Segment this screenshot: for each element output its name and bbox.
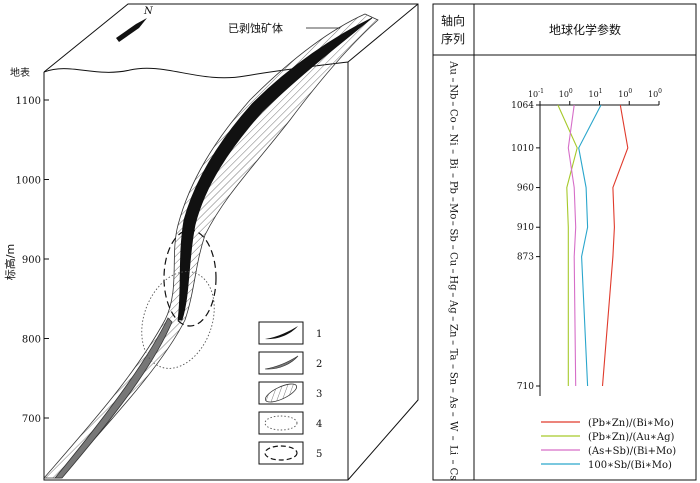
legend-number: 4 [316,419,322,430]
block-top-back-edge [347,3,419,63]
dotted-ellipse [141,271,215,369]
surface-label: 地表 [10,66,30,79]
x-tick-label: 100 [559,88,573,99]
depth-tick-label: 1064 [511,101,534,111]
x-tick-label: 100 [618,88,632,99]
solid-black-orebody-icon [265,326,298,340]
sequence-element: Nb [448,84,459,99]
elevation-axis: 标高/m 1100 1000 900 800 700 [3,96,49,425]
legend-label: (As+Sb)/(Bi+Mo) [588,446,676,457]
legend-box [258,411,304,435]
depth-tick-label: 910 [517,223,534,233]
elevation-tick-label: 1100 [16,96,41,107]
sequence-element: Pb [448,181,459,194]
sequence-header-line1: 轴向 [441,13,465,28]
sequence-element: Zn [448,324,459,338]
sequence-element: As [448,395,459,408]
block-diagram: N 已剥蚀矿体 地表 [10,3,419,481]
sequence-element: W [448,421,459,432]
sequence-element: Ta [448,349,459,361]
sequence-element: Hg [448,275,459,291]
block-outline [43,3,419,481]
elevation-ticks: 1100 1000 900 800 700 [16,96,49,425]
solid-gray-orebody-icon [264,355,299,370]
legend-number: 5 [316,449,322,460]
geochem-legend: (Pb∗Zn)/(Bi∗Mo) (Pb∗Zn)/(Au∗Ag) (As+Sb)/(B… [541,418,676,471]
geochem-frame [432,3,697,481]
series-line-1 [601,104,629,387]
sequence-element: Au [448,60,459,75]
sequence-header-line2: 序列 [441,31,465,46]
legend-label: (Pb∗Zn)/(Bi∗Mo) [588,418,674,429]
elevation-tick-label: 800 [22,335,41,346]
sequence-element: Cs [448,468,459,481]
sequence-element: Ni [448,134,459,146]
mined-orebody-label: 已剥蚀矿体 [228,21,283,35]
depth-tick-label: 873 [517,253,534,263]
hatched-envelope-zone [43,13,379,479]
sequence-element: Co [448,109,459,123]
legend-number: 3 [316,389,322,400]
dotted-ellipse-icon [264,415,298,431]
series-line-3 [567,104,577,387]
elevation-tick-label: 1000 [16,176,41,187]
hatched-envelope-icon [264,383,298,403]
depth-tick-label: 960 [517,184,534,194]
left-legend: 1 2 3 4 5 [258,321,322,465]
legend-label: 100∗Sb/(Bi∗Mo) [588,460,672,471]
sequence-element: Sb [448,229,459,242]
legend-number: 2 [316,359,322,370]
north-arrow-icon [116,18,147,42]
geochem-params-header: 地球化学参数 [549,22,621,37]
x-tick-label: 100 [648,88,662,99]
depth-tick-label: 1010 [511,144,534,154]
legend-box [258,321,304,345]
geochem-chart: 10-1 100 101 100 100 1064 1010 960 910 873 710 [511,88,662,396]
legend-number: 1 [316,329,322,340]
x-tick-label: 101 [588,88,602,99]
elevation-tick-label: 700 [22,414,41,425]
north-arrow: N [116,6,154,42]
legend-box [258,351,304,375]
sequence-element: Bi [448,158,459,169]
dashed-ellipse-icon [264,445,298,461]
sequence-element: Sn [448,372,459,386]
sequence-element: Mo [448,203,459,219]
series-line-2 [557,104,578,386]
x-tick-label: 10-1 [528,88,544,99]
depth-tick-label: 710 [517,382,534,392]
gray-orebody [54,317,173,479]
sequence-element: Ag [448,299,459,314]
elevation-axis-title: 标高/m [3,244,17,280]
geochem-panel: 轴向 序列 地球化学参数 AuNbCoNiBiPbMoSbCuHgAgZnTaS… [432,3,697,481]
legend-label: (Pb∗Zn)/(Au∗Ag) [588,432,674,443]
north-label: N [143,6,154,17]
black-orebody [177,17,373,321]
dashed-ellipse [163,229,217,327]
series-line-4 [578,104,602,387]
elevation-tick-label: 900 [22,255,41,266]
sequence-element: Cu [448,252,459,267]
sequence-element: Li [448,445,459,455]
